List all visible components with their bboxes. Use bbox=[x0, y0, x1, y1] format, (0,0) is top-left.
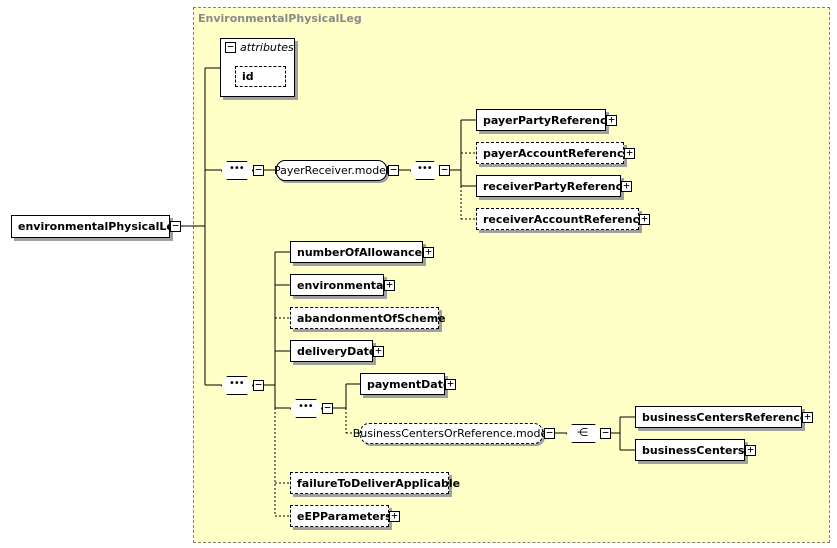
element-label: businessCentersReference bbox=[642, 410, 808, 424]
element-label: paymentDate bbox=[367, 377, 451, 391]
expand-icon[interactable]: + bbox=[745, 445, 756, 456]
attribute-id[interactable]: id bbox=[235, 66, 286, 87]
group-title: EnvironmentalPhysicalLeg bbox=[198, 12, 362, 25]
sequence-icon: ••• bbox=[229, 163, 245, 174]
group-label: PayerReceiver.model bbox=[274, 164, 390, 177]
element-number-of-allowances[interactable]: numberOfAllowances bbox=[290, 241, 429, 263]
expand-icon[interactable]: + bbox=[389, 511, 400, 522]
expand-icon[interactable]: + bbox=[384, 280, 395, 291]
sequence-icon: ••• bbox=[229, 378, 245, 389]
element-label: receiverAccountReference bbox=[483, 212, 647, 226]
element-payment-date[interactable]: paymentDate bbox=[360, 373, 450, 395]
element-label: payerAccountReference bbox=[483, 146, 631, 160]
element-business-centers[interactable]: businessCenters bbox=[635, 439, 745, 461]
element-business-centers-reference[interactable]: businessCentersReference bbox=[635, 406, 807, 428]
business-centers-or-reference-model-group[interactable]: BusinessCentersOrReference.model bbox=[353, 423, 550, 444]
expand-icon[interactable]: + bbox=[445, 379, 456, 390]
collapse-icon[interactable]: − bbox=[600, 428, 611, 439]
element-receiver-party-reference[interactable]: receiverPartyReference bbox=[476, 175, 630, 197]
collapse-icon[interactable]: − bbox=[322, 403, 333, 414]
collapse-icon[interactable]: − bbox=[253, 380, 264, 391]
element-abandonment-of-scheme[interactable]: abandonmentOfScheme bbox=[290, 307, 446, 329]
payer-receiver-model-group[interactable]: PayerReceiver.model bbox=[274, 160, 390, 181]
element-payer-account-reference[interactable]: payerAccountReference bbox=[476, 142, 631, 164]
element-environmental[interactable]: environmental bbox=[290, 274, 388, 296]
sequence-compositor[interactable] bbox=[221, 161, 253, 180]
collapse-icon[interactable]: − bbox=[225, 42, 236, 53]
element-eep-parameters[interactable]: eEPParameters bbox=[290, 505, 392, 527]
element-failure-to-deliver-applicable[interactable]: failureToDeliverApplicable bbox=[290, 472, 460, 494]
sequence-icon: ••• bbox=[417, 163, 433, 174]
group-label: BusinessCentersOrReference.model bbox=[352, 427, 551, 440]
collapse-icon[interactable]: − bbox=[388, 165, 399, 176]
element-label: environmental bbox=[297, 278, 388, 292]
expand-icon[interactable]: + bbox=[373, 346, 384, 357]
expand-icon[interactable]: + bbox=[423, 247, 434, 258]
element-label: businessCenters bbox=[642, 443, 745, 457]
collapse-icon[interactable]: − bbox=[253, 165, 264, 176]
element-label: payerPartyReference bbox=[483, 113, 614, 127]
sequence-compositor[interactable] bbox=[290, 399, 322, 418]
collapse-icon[interactable]: − bbox=[544, 428, 555, 439]
expand-icon[interactable]: + bbox=[606, 115, 617, 126]
collapse-icon[interactable]: − bbox=[170, 221, 181, 232]
element-label: eEPParameters bbox=[297, 509, 392, 523]
root-element-label: environmentalPhysicalLeg bbox=[18, 220, 182, 233]
element-receiver-account-reference[interactable]: receiverAccountReference bbox=[476, 208, 647, 230]
collapse-icon[interactable]: − bbox=[439, 165, 450, 176]
element-label: failureToDeliverApplicable bbox=[297, 476, 461, 490]
expand-icon[interactable]: + bbox=[624, 148, 635, 159]
attributes-label: attributes bbox=[240, 41, 294, 54]
element-label: receiverPartyReference bbox=[483, 179, 630, 193]
expand-icon[interactable]: + bbox=[621, 181, 632, 192]
attribute-id-label: id bbox=[242, 70, 254, 83]
expand-icon[interactable]: + bbox=[802, 412, 813, 423]
element-delivery-date[interactable]: deliveryDate bbox=[290, 340, 377, 362]
choice-icon: ⋲ bbox=[577, 426, 588, 439]
sequence-compositor[interactable] bbox=[221, 376, 253, 395]
sequence-icon: ••• bbox=[298, 401, 314, 412]
element-payer-party-reference[interactable]: payerPartyReference bbox=[476, 109, 614, 131]
root-element[interactable]: environmentalPhysicalLeg bbox=[11, 215, 182, 238]
expand-icon[interactable]: + bbox=[639, 214, 650, 225]
element-label: deliveryDate bbox=[297, 344, 377, 358]
element-label: abandonmentOfScheme bbox=[297, 311, 446, 325]
element-label: numberOfAllowances bbox=[297, 245, 429, 259]
